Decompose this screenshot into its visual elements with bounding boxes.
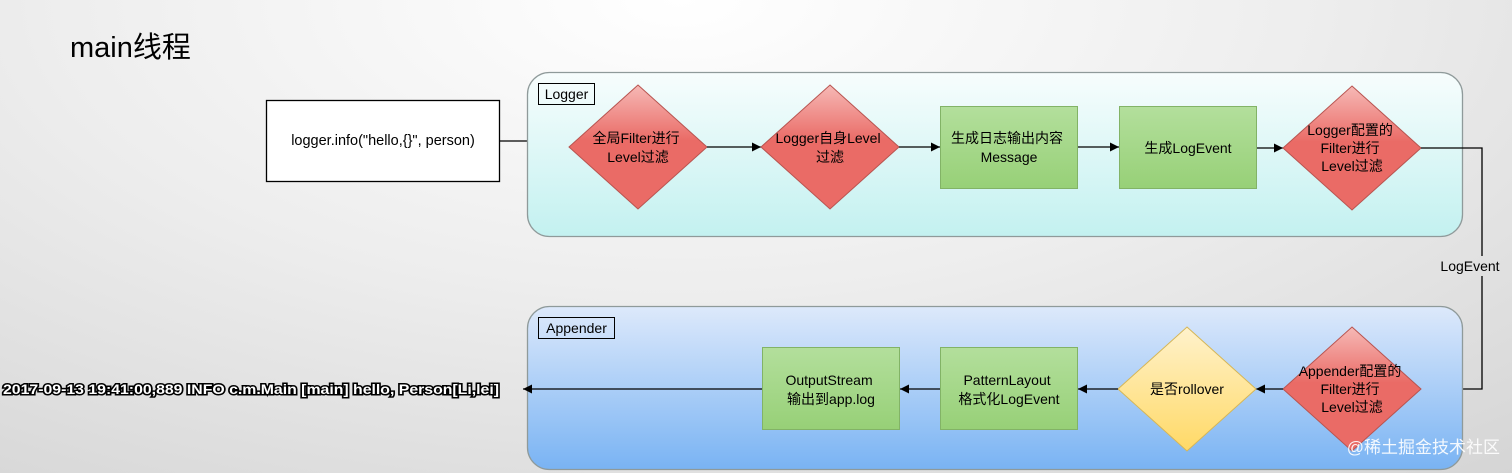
- build-message-label-line: Message: [981, 149, 1038, 165]
- logger-filter-label-line: Level过滤: [1321, 158, 1382, 174]
- logger-level-label-line: Logger自身Level: [776, 130, 881, 146]
- appender-filter-node: Appender配置的 Filter进行 Level过滤: [1282, 326, 1422, 452]
- build-message-node: 生成日志输出内容 Message: [940, 106, 1078, 189]
- output-stream-label-line: OutputStream: [785, 372, 872, 388]
- page-title: main线程: [70, 31, 191, 64]
- pattern-layout-label-line: 格式化LogEvent: [958, 391, 1059, 407]
- pattern-layout-label: PatternLayout 格式化LogEvent: [958, 372, 1059, 407]
- logger-level-node: Logger自身Level 过滤: [760, 84, 900, 210]
- appender-label-box: [538, 317, 615, 339]
- build-message-label: 生成日志输出内容 Message: [951, 130, 1067, 165]
- appender-label: Appender: [546, 320, 607, 336]
- build-message-box: [940, 106, 1078, 189]
- build-logevent-label: 生成LogEvent: [1144, 140, 1231, 156]
- global-filter-label-line: Level过滤: [607, 149, 668, 165]
- appender-filter-label: Appender配置的 Filter进行 Level过滤: [1299, 363, 1406, 415]
- logger-call-text: logger.info("hello,{}", person): [291, 133, 475, 149]
- appender-filter-label-line: Filter进行: [1320, 381, 1379, 397]
- output-stream-box: [762, 347, 900, 430]
- logger-filter-label-line: Logger配置的: [1307, 122, 1393, 138]
- rollover-label: 是否rollover: [1150, 381, 1224, 397]
- logger-level-diamond: [760, 84, 900, 210]
- rollover-node: 是否rollover: [1117, 326, 1257, 452]
- output-stream-label: OutputStream 输出到app.log: [785, 372, 876, 407]
- pattern-layout-node: PatternLayout 格式化LogEvent: [940, 347, 1078, 430]
- output-log-line: 2017-09-13 19:41:00,889 INFO c.m.Main [m…: [3, 381, 499, 397]
- connector-label: LogEvent: [1440, 258, 1499, 274]
- appender-filter-diamond: [1282, 326, 1422, 452]
- logger-label: Logger: [545, 86, 589, 102]
- global-filter-diamond: [568, 84, 708, 210]
- logger-level-label: Logger自身Level 过滤: [776, 130, 885, 165]
- logger-level-label-line: 过滤: [816, 149, 844, 165]
- appender-filter-label-line: Appender配置的: [1299, 363, 1402, 379]
- rollover-diamond: [1117, 326, 1257, 452]
- connector-logger-to-appender-top: [1421, 147, 1483, 256]
- global-filter-label-line: 全局Filter进行: [592, 130, 679, 146]
- logger-filter-label: Logger配置的 Filter进行 Level过滤: [1307, 122, 1396, 174]
- logger-filter-diamond: [1282, 85, 1422, 211]
- pattern-layout-box: [940, 347, 1078, 430]
- watermark: @稀土掘金技术社区: [1347, 438, 1500, 457]
- output-stream-node: OutputStream 输出到app.log: [762, 347, 900, 430]
- global-filter-label: 全局Filter进行 Level过滤: [592, 130, 683, 165]
- logger-filter-label-line: Filter进行: [1320, 140, 1379, 156]
- logger-filter-node: Logger配置的 Filter进行 Level过滤: [1282, 85, 1422, 211]
- rollover-label-line: 是否rollover: [1150, 381, 1224, 397]
- logger-call-frame: [265, 99, 501, 183]
- build-logevent-box: [1119, 106, 1257, 189]
- global-filter-node: 全局Filter进行 Level过滤: [568, 84, 708, 210]
- logger-label-box: [538, 83, 595, 105]
- build-message-label-line: 生成日志输出内容: [951, 130, 1063, 146]
- build-logevent-label-line: 生成LogEvent: [1144, 140, 1231, 156]
- build-logevent-node: 生成LogEvent: [1119, 106, 1257, 189]
- appender-filter-label-line: Level过滤: [1321, 399, 1382, 415]
- output-stream-label-line: 输出到app.log: [787, 391, 875, 407]
- pattern-layout-label-line: PatternLayout: [963, 372, 1050, 388]
- logger-call-box: logger.info("hello,{}", person): [265, 99, 501, 183]
